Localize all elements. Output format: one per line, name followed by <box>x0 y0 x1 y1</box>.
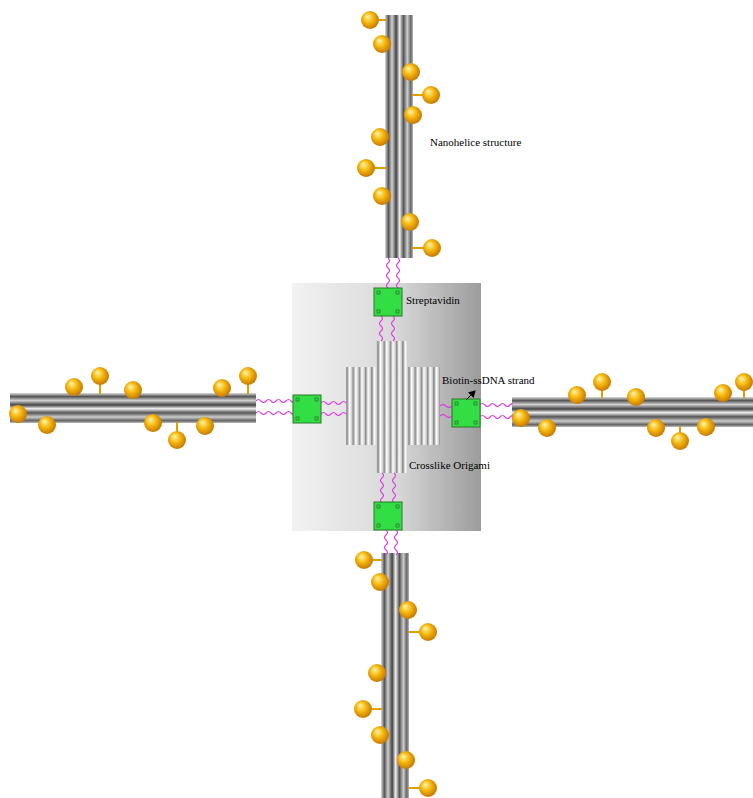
panel <box>292 283 481 531</box>
stalk <box>100 20 744 788</box>
ssdna-strand <box>256 258 512 555</box>
structure-label: Nanohelice structure <box>430 136 521 149</box>
cross-origami <box>346 341 440 473</box>
strand-label: Biotin-ssDNA strand <box>442 374 535 387</box>
protein-label: Streptavidin <box>406 294 460 307</box>
streptavidin <box>293 288 480 530</box>
gold-nanoparticle <box>9 11 753 797</box>
leader-arrow <box>466 391 475 400</box>
binding-pocket <box>296 291 477 527</box>
origami-label: Crosslike Origami <box>409 459 490 472</box>
